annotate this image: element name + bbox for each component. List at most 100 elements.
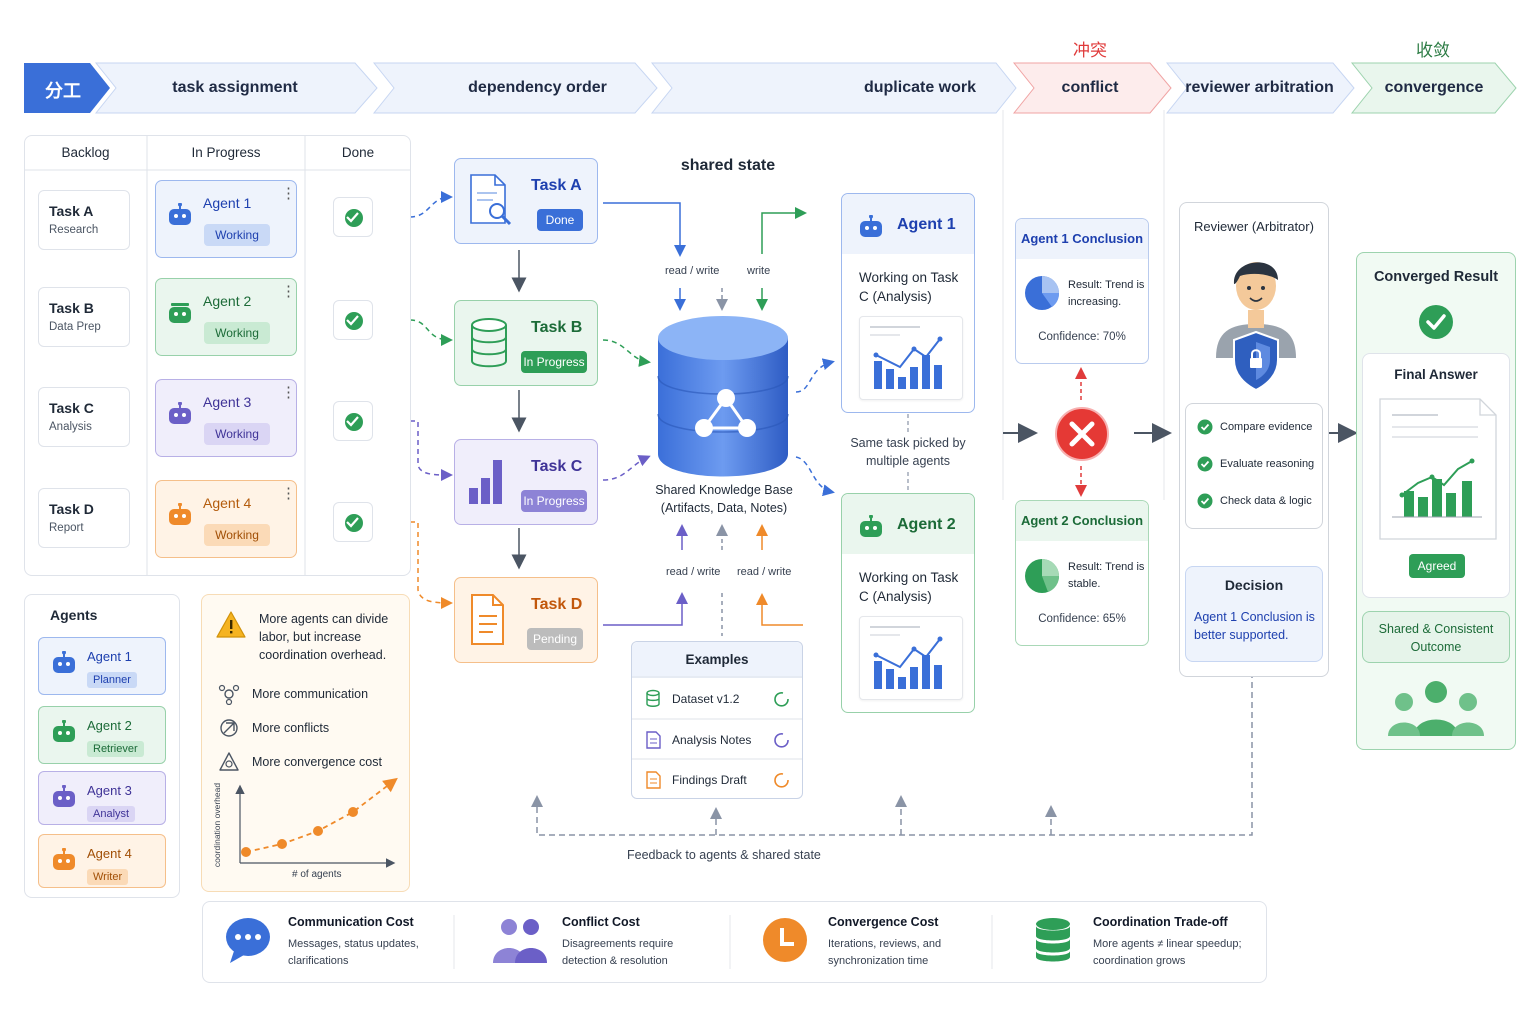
pie-chart-icon <box>1025 276 1060 310</box>
status-pill: Working <box>204 322 270 344</box>
task-title: Task D <box>49 501 94 517</box>
task-badge: Done <box>537 209 583 231</box>
dup-note: Same task picked by multiple agents <box>850 436 966 468</box>
draft-icon <box>646 771 661 789</box>
agent-3-card[interactable]: Agent 3 Working ⋮ <box>155 379 297 457</box>
overhead-chart <box>235 777 398 868</box>
dup-agent-1-card[interactable]: Agent 1 Working on Task C (Analysis) <box>841 193 975 413</box>
flow-task-c[interactable]: Task C In Progress <box>454 439 598 525</box>
stage-convergence: convergence <box>1384 79 1484 96</box>
task-title: Task A <box>531 177 582 194</box>
rw-label-bottom-2: read / write <box>737 566 792 578</box>
agreed-badge: Agreed <box>1409 554 1465 578</box>
conclusion-title: Agent 1 Conclusion <box>1016 219 1148 259</box>
overhead-item-conflicts: More conflicts <box>252 721 330 735</box>
overhead-panel <box>201 594 410 892</box>
agent-list-name: Agent 3 <box>87 783 132 798</box>
flow-task-d[interactable]: Task D Pending <box>454 577 598 663</box>
task-title: Task C <box>49 400 94 416</box>
agent-2-card[interactable]: Agent 2 Working ⋮ <box>155 278 297 356</box>
conclusion-result: Result: Trend is stable. <box>1068 561 1145 590</box>
clock-icon <box>763 918 807 962</box>
dup-agent-2-card[interactable]: Agent 2 Working on Task C (Analysis) <box>841 493 975 713</box>
robot-icon <box>169 402 191 424</box>
alert-timer-icon <box>219 752 239 771</box>
task-title: Task C <box>531 458 583 475</box>
analysis-chart-icon <box>859 616 963 700</box>
overhead-item-communication: More communication <box>252 687 369 701</box>
example-analysis-notes[interactable]: Analysis Notes <box>672 733 752 747</box>
document-search-icon <box>470 174 512 226</box>
cost-communication: Communication Cost Messages, status upda… <box>202 910 442 970</box>
cost-title: Convergence Cost <box>828 915 939 929</box>
cost-title: Communication Cost <box>288 915 414 929</box>
example-findings-draft[interactable]: Findings Draft <box>672 773 747 787</box>
task-sub: Research <box>49 224 99 236</box>
conflict-cn-label: 冲突 <box>1073 41 1107 61</box>
working-text: Working on Task C (Analysis) <box>859 270 959 304</box>
check-compare-evidence: Compare evidence <box>1220 421 1313 433</box>
database-stack-icon <box>1036 918 1070 962</box>
agent-1-conclusion: Agent 1 Conclusion Result: Trend is incr… <box>1015 218 1149 364</box>
check-marks <box>346 212 359 528</box>
conflict-x-icon <box>1055 407 1109 461</box>
agent-list-role: Analyst <box>87 806 136 822</box>
cost-title: Coordination Trade-off <box>1093 915 1228 929</box>
shared-db-label: Shared Knowledge Base (Artifacts, Data, … <box>655 483 793 515</box>
conclusion-result: Result: Trend is increasing. <box>1068 279 1145 308</box>
examples-panel <box>631 641 803 799</box>
backlog-task-d[interactable]: Task D Report <box>38 488 130 548</box>
agent-4-card[interactable]: Agent 4 Working ⋮ <box>155 480 297 558</box>
agent-name: Agent 4 <box>203 495 252 511</box>
backlog-task-a[interactable]: Task A Research <box>38 190 130 250</box>
task-badge: In Progress <box>521 351 587 373</box>
status-pill: Working <box>204 423 270 445</box>
col-in-progress: In Progress <box>191 145 261 160</box>
task-title: Task D <box>531 596 583 613</box>
convergence-cn-label: 收敛 <box>1416 41 1450 61</box>
rw-label-top-1: read / write <box>665 265 720 277</box>
check-data-logic: Check data & logic <box>1220 495 1312 507</box>
task-title: Task B <box>49 300 94 316</box>
flow-task-b[interactable]: Task B In Progress <box>454 300 598 386</box>
cost-desc: Iterations, reviews, and synchronization… <box>828 938 942 967</box>
database-icon <box>471 318 507 368</box>
conflict-icon <box>220 719 238 737</box>
agent-1-card[interactable]: Agent 1 Working ⋮ <box>155 180 297 258</box>
decision-box <box>1185 566 1323 662</box>
shared-state-title: shared state <box>680 157 776 174</box>
task-title: Task A <box>49 203 94 219</box>
warning-icon <box>216 611 246 638</box>
cost-tradeoff: Coordination Trade-off More agents ≠ lin… <box>1007 910 1247 970</box>
team-icon <box>1388 681 1484 736</box>
analysis-chart-icon <box>859 316 963 400</box>
robot-icon <box>53 848 75 870</box>
reviewer-title: Reviewer (Arbitrator) <box>1194 219 1314 234</box>
division-label: 分工 <box>45 81 81 102</box>
cost-dividers <box>453 915 993 969</box>
col-done: Done <box>341 145 375 160</box>
flow-task-a[interactable]: Task A Done <box>454 158 598 244</box>
cost-desc: Disagreements require detection & resolu… <box>562 938 674 967</box>
overhead-ylabel: coordination overhead <box>212 782 222 868</box>
done-check-1 <box>333 197 373 237</box>
agent-list-item-3[interactable]: Agent 3 Analyst <box>38 771 166 825</box>
final-answer-title: Final Answer <box>1394 367 1478 382</box>
robot-icon <box>169 503 191 525</box>
agent-list-role: Writer <box>87 869 129 885</box>
decision-title: Decision <box>1224 577 1284 593</box>
shared-database-icon <box>657 316 789 477</box>
robot-icon <box>53 720 75 742</box>
agent-list-role: Planner <box>87 672 137 688</box>
task-sub: Report <box>49 522 84 534</box>
communication-icon <box>218 684 240 705</box>
example-dataset[interactable]: Dataset v1.2 <box>672 692 740 706</box>
robot-icon <box>53 651 75 673</box>
cost-title: Conflict Cost <box>562 915 640 929</box>
